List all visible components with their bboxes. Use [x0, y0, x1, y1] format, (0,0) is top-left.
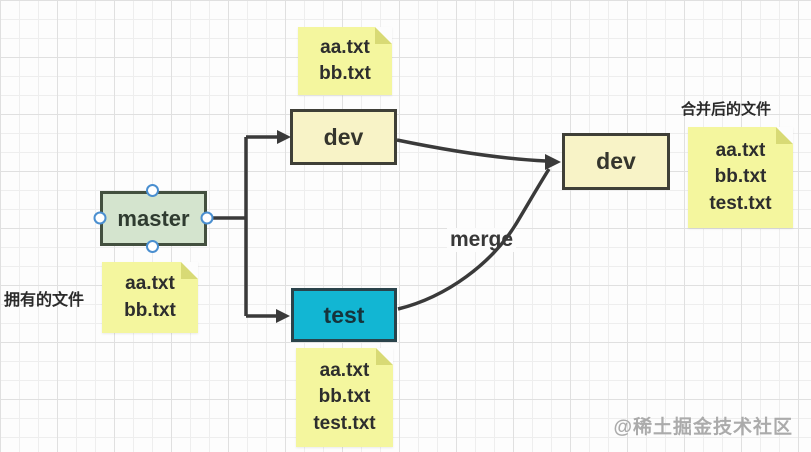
node-master-label: master	[117, 205, 190, 231]
sticky-note-merged-files[interactable]: aa.txt bb.txt test.txt	[688, 127, 793, 228]
node-master[interactable]: master	[100, 191, 207, 246]
merge-edge-label: merge	[447, 228, 517, 252]
node-dev-merged-label: dev	[596, 148, 636, 174]
note-line: aa.txt	[125, 273, 175, 295]
note-line: bb.txt	[714, 166, 767, 188]
node-dev-branch-label: dev	[323, 123, 364, 150]
note-line: bb.txt	[124, 299, 176, 321]
node-dev-branch[interactable]: dev	[290, 109, 397, 165]
note-line: aa.txt	[319, 360, 370, 382]
sticky-note-dev-files[interactable]: aa.txt bb.txt	[298, 27, 392, 95]
arrowhead-to-dev	[277, 130, 291, 144]
merged-files-caption: 合并后的文件	[681, 101, 772, 118]
note-line: aa.txt	[715, 140, 766, 162]
sticky-note-master-files[interactable]: aa.txt bb.txt	[102, 262, 198, 333]
note-line: bb.txt	[318, 386, 371, 408]
arrowhead-to-test	[276, 309, 290, 323]
connector-master-branch[interactable]	[207, 135, 277, 318]
note-line: bb.txt	[319, 63, 371, 84]
node-test-branch-label: test	[323, 301, 365, 328]
node-dev-merged[interactable]: dev	[562, 133, 670, 190]
watermark: @稀土掘金技术社区	[613, 417, 793, 438]
node-test-branch[interactable]: test	[291, 288, 397, 342]
note-line: test.txt	[709, 192, 772, 214]
arrowhead-to-merged-dev	[545, 154, 561, 170]
owned-files-caption: 拥有的文件	[4, 292, 85, 309]
connector-dev-to-merged[interactable]	[396, 138, 547, 163]
note-line: test.txt	[313, 412, 376, 434]
note-line: aa.txt	[320, 36, 370, 58]
sticky-note-test-files[interactable]: aa.txt bb.txt test.txt	[296, 348, 393, 447]
